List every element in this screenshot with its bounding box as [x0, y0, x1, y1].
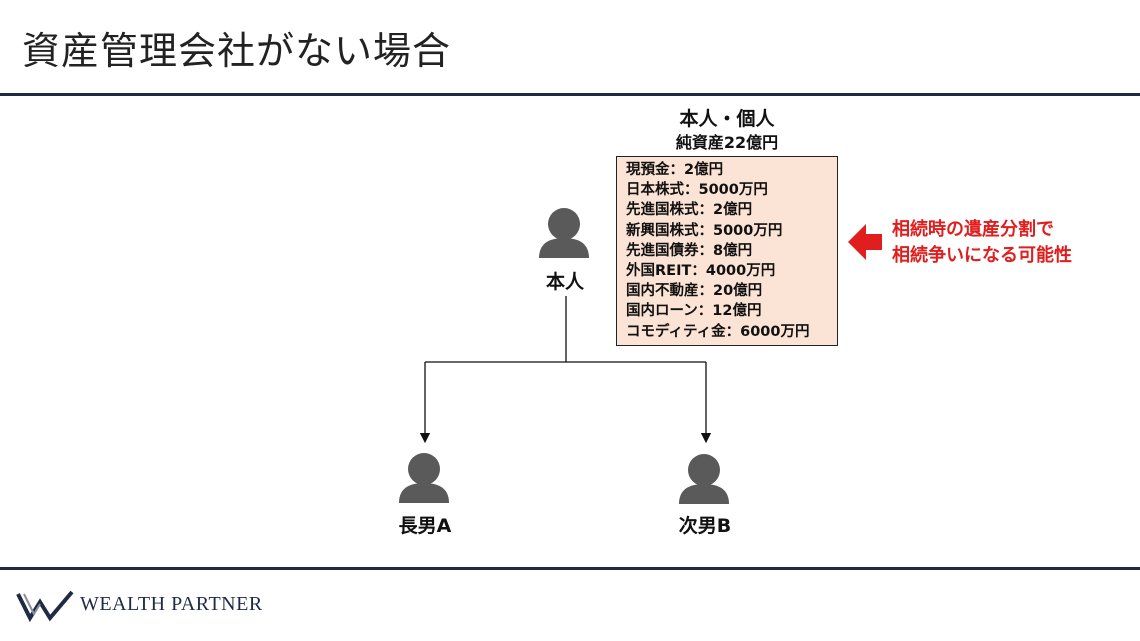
asset-item: 日本株式：5000万円	[626, 182, 768, 199]
asset-item: 新興国株式：5000万円	[626, 222, 783, 239]
asset-item: 現預金：2億円	[626, 162, 724, 178]
warning-note-line1: 相続時の遺産分割で	[892, 219, 1054, 240]
asset-item: 国内ローン：12億円	[626, 303, 762, 320]
person-icon-child-b	[679, 454, 729, 504]
warning-note-line2: 相続争いになる可能性	[892, 245, 1072, 266]
brand-name: WEALTH PARTNER	[80, 593, 263, 615]
asset-item: 国内不動産：20億円	[626, 283, 763, 300]
card-heading: 本人・個人	[679, 108, 775, 130]
wealth-partner-logo-icon	[16, 590, 74, 623]
self-label: 本人	[545, 271, 585, 293]
left-arrow-icon	[848, 224, 882, 260]
asset-list: 現預金：2億円 日本株式：5000万円 先進国株式：2億円 新興国株式：5000…	[616, 156, 838, 346]
header-divider	[0, 93, 1140, 96]
asset-item: 先進国債券：8億円	[626, 242, 753, 259]
child-a-label: 長男A	[398, 515, 452, 537]
warning-note: 相続時の遺産分割で 相続争いになる可能性	[892, 217, 1072, 269]
child-b-label: 次男B	[678, 515, 732, 537]
person-icon-child-a	[399, 453, 449, 503]
page-title: 資産管理会社がない場合	[22, 29, 452, 73]
asset-item: 外国REIT：4000万円	[626, 263, 776, 280]
person-icon-self	[539, 208, 589, 258]
asset-item: 先進国株式：2億円	[626, 202, 753, 219]
family-connectors	[419, 296, 712, 444]
footer-divider	[0, 567, 1140, 570]
card-subheading: 純資産22億円	[675, 133, 779, 152]
asset-item: コモディティ金：6000万円	[626, 323, 810, 340]
